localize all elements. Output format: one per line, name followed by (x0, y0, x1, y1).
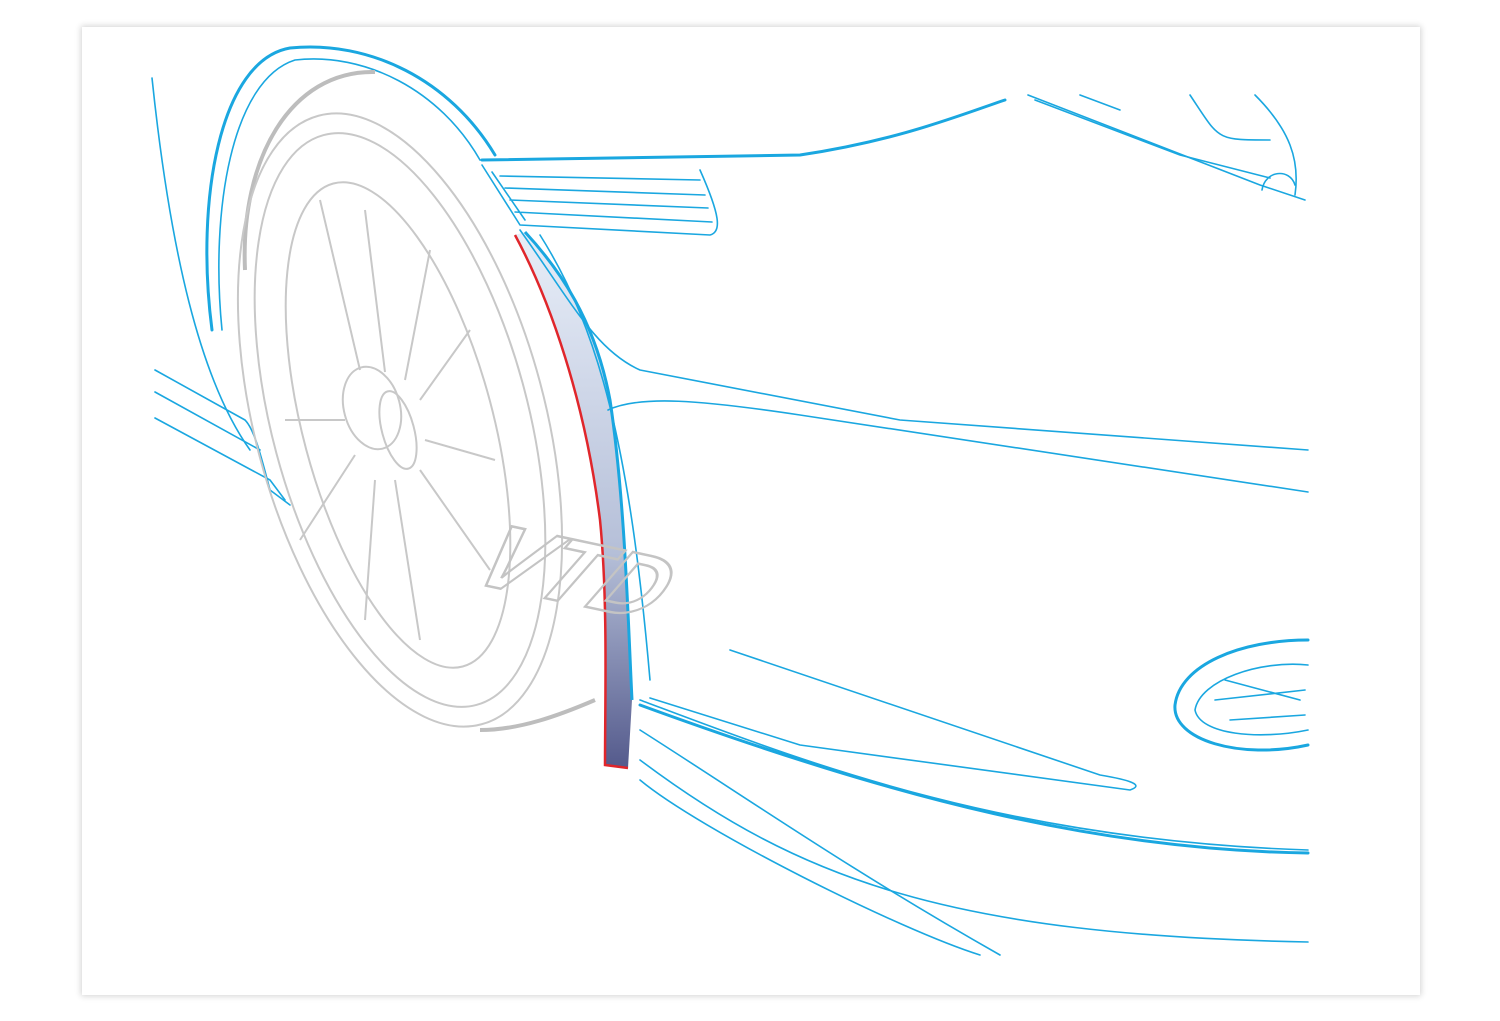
illustration-card (82, 27, 1420, 995)
vtd-logo: VTD (457, 508, 695, 639)
bumper-lines (519, 229, 1310, 956)
fender-vent (480, 98, 1007, 236)
wheel (236, 69, 596, 732)
fender-arch (205, 45, 497, 332)
hood-lines (1027, 94, 1306, 201)
mud-flap (513, 230, 634, 770)
fog-light (1173, 638, 1310, 752)
